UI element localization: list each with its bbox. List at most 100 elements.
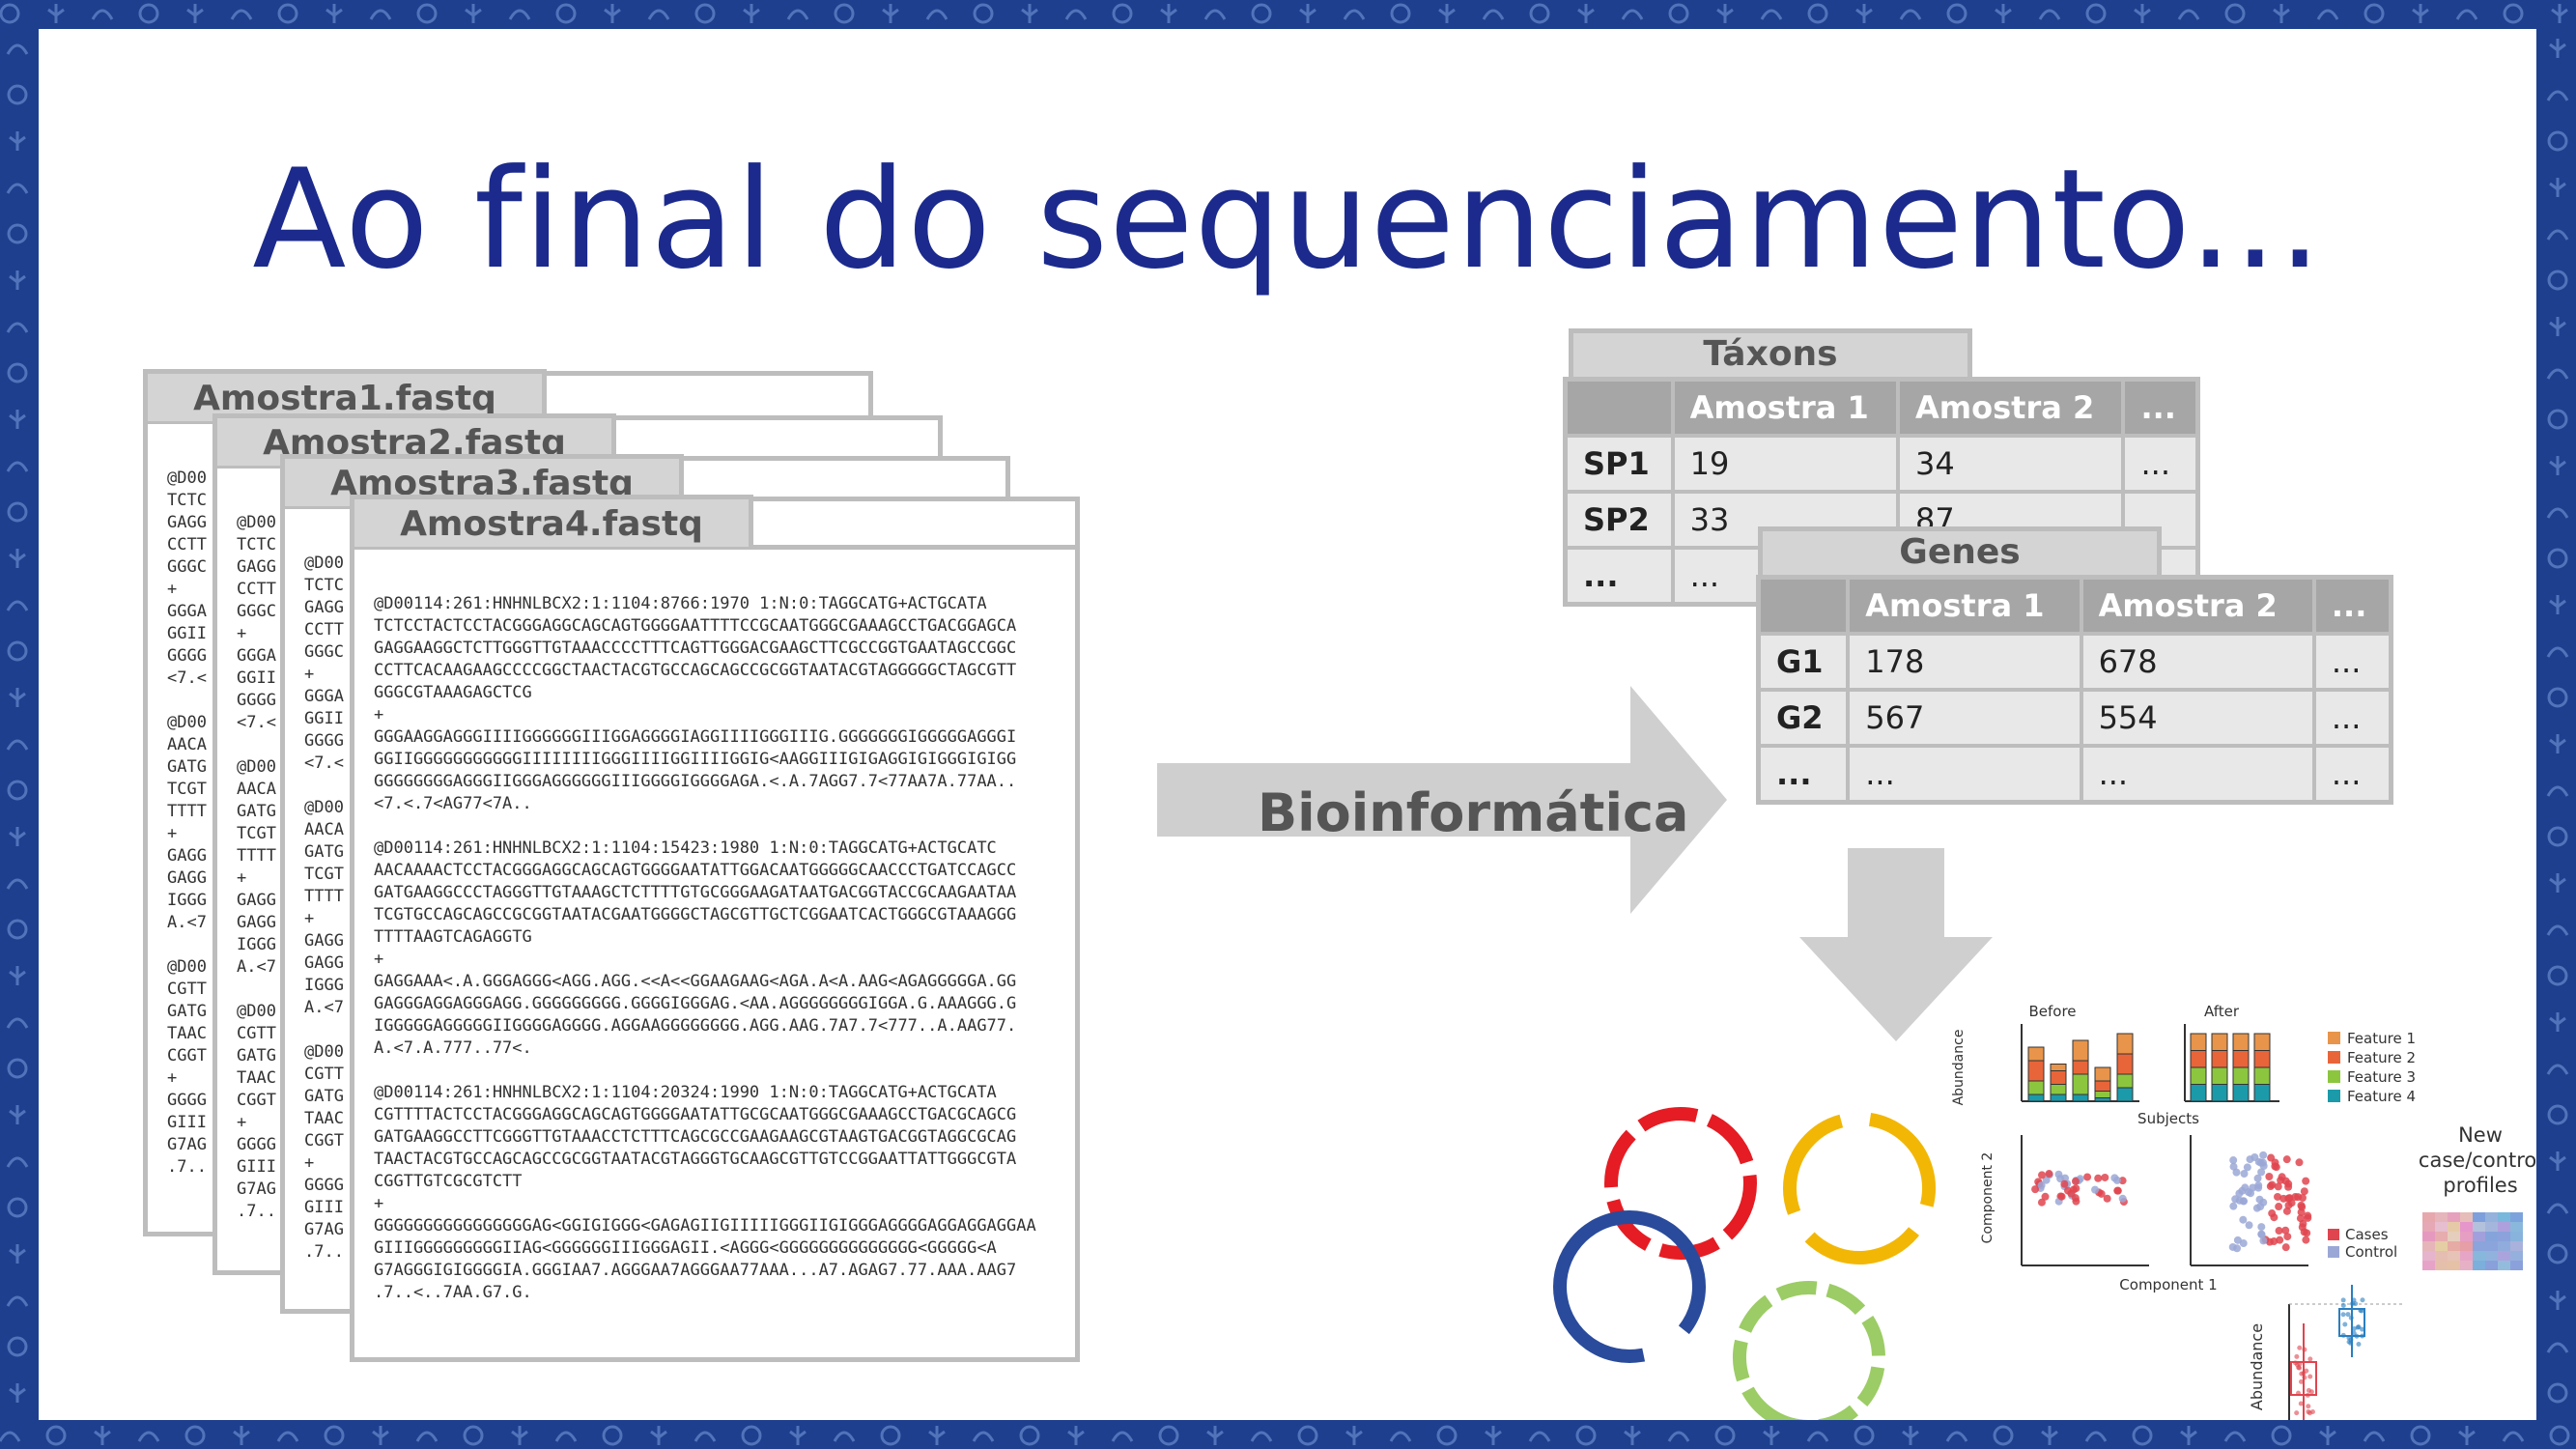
scatter-point: [2101, 1173, 2109, 1181]
column-header: Amostra 2: [2079, 575, 2316, 636]
box-point: [2340, 1297, 2346, 1303]
heatmap-cell: [2485, 1261, 2498, 1270]
legend-label: Control: [2345, 1243, 2397, 1261]
heatmap-cell: [2422, 1232, 2435, 1241]
stacked-bar-segment: [2094, 1097, 2111, 1102]
heatmap-cell: [2510, 1232, 2523, 1241]
scatter-point: [2270, 1237, 2279, 1246]
heatmap-cell: [2460, 1212, 2473, 1222]
table-cell: 678: [2079, 632, 2316, 692]
scatter-point: [2252, 1204, 2261, 1212]
axis-label: Component 1: [2119, 1276, 2217, 1293]
heatmap-cell: [2460, 1222, 2473, 1232]
stacked-bar-segment: [2232, 1084, 2250, 1102]
column-header: Amostra 2: [1896, 377, 2126, 438]
scatter-point: [2302, 1177, 2310, 1185]
box-point: [2296, 1390, 2302, 1396]
scatter-point: [2229, 1202, 2238, 1210]
scatter-point: [2229, 1162, 2238, 1171]
genes-table-title: Genes: [1758, 526, 2162, 575]
heatmap-cell: [2510, 1251, 2523, 1261]
box-point: [2358, 1307, 2364, 1313]
scatter-point: [2240, 1170, 2249, 1179]
heatmap-cell: [2422, 1251, 2435, 1261]
heatmap-cell: [2422, 1212, 2435, 1222]
scatter-point: [2231, 1195, 2240, 1204]
stacked-bar-segment: [2050, 1064, 2067, 1071]
heatmap-cell: [2422, 1222, 2435, 1232]
table-cell: ...: [2311, 744, 2393, 805]
stacked-bar-segment: [2190, 1084, 2207, 1102]
row-label: ...: [1756, 744, 1851, 805]
box-point: [2346, 1339, 2352, 1345]
scatter-point: [2246, 1155, 2254, 1164]
scatter-point: [2282, 1207, 2291, 1215]
box-plot-box: [2290, 1361, 2317, 1396]
taxa-table-title: Táxons: [1569, 328, 1972, 377]
heatmap-cell: [2485, 1251, 2498, 1261]
scatter-point: [2304, 1213, 2312, 1222]
heatmap-cell: [2460, 1232, 2473, 1241]
stacked-bar-segment: [2050, 1084, 2067, 1095]
scatter-point: [2228, 1242, 2237, 1251]
panel-title: Before: [2028, 1003, 2076, 1020]
heatmap-cell: [2510, 1261, 2523, 1270]
box-point: [2309, 1408, 2315, 1414]
heatmap-cell: [2473, 1212, 2485, 1222]
down-arrow: [1799, 848, 1993, 1041]
stacked-bar-segment: [2094, 1066, 2111, 1082]
box-point: [2306, 1404, 2311, 1409]
stacked-bar-segment: [2094, 1080, 2111, 1092]
row-label: SP2: [1563, 490, 1675, 550]
scatter-point: [2275, 1227, 2283, 1236]
box-point: [2307, 1356, 2313, 1362]
fastq-file-card: @D00114:261:HNHNLBCX2:1:1104:8766:1970 1…: [350, 545, 1080, 1362]
scatter-point: [2060, 1179, 2069, 1188]
box-point: [2349, 1301, 2355, 1307]
column-header: [1563, 377, 1675, 438]
legend-label: Cases: [2345, 1226, 2389, 1243]
scatter-point: [2238, 1186, 2247, 1195]
scatter-point: [2265, 1172, 2274, 1180]
column-header: Amostra 1: [1670, 377, 1901, 438]
scatter-point: [2281, 1226, 2290, 1235]
scatter-point: [2083, 1173, 2092, 1181]
scatter-point: [2295, 1158, 2304, 1167]
stacked-bar-segment: [2190, 1050, 2207, 1068]
scatter-point: [2303, 1229, 2311, 1237]
stacked-bar-segment: [2116, 1033, 2134, 1055]
row-label: G2: [1756, 688, 1851, 748]
axis-label: Subjects: [2137, 1110, 2199, 1127]
box-point: [2346, 1335, 2352, 1341]
heatmap-cell: [2435, 1232, 2448, 1241]
scatter-point: [2239, 1197, 2248, 1206]
box-point: [2360, 1297, 2365, 1303]
heatmap-cell: [2473, 1232, 2485, 1241]
scatter-point: [2113, 1186, 2122, 1195]
heatmap-label: profiles: [2443, 1174, 2517, 1197]
stacked-bar-segment: [2253, 1066, 2271, 1085]
scatter-point: [2243, 1163, 2251, 1172]
heatmap-cell: [2448, 1212, 2460, 1222]
table-cell: ...: [2311, 632, 2393, 692]
legend-swatch: [2328, 1070, 2340, 1083]
heatmap-cell: [2435, 1212, 2448, 1222]
box-point: [2348, 1315, 2354, 1321]
stacked-bar-segment: [2253, 1033, 2271, 1051]
heatmap-cell: [2448, 1232, 2460, 1241]
scatter-point: [2283, 1233, 2292, 1241]
box-point: [2307, 1374, 2313, 1379]
scatter-point: [2271, 1162, 2279, 1171]
sample-ring: [1604, 1107, 1757, 1260]
box-point: [2299, 1371, 2305, 1377]
stacked-bar-segment: [2116, 1087, 2134, 1102]
scatter-point: [2275, 1203, 2283, 1211]
heatmap-cell: [2460, 1241, 2473, 1251]
scatter-point: [2294, 1193, 2303, 1202]
box-point: [2340, 1312, 2346, 1318]
stacked-bar-segment: [2190, 1066, 2207, 1085]
scatter-point: [2276, 1236, 2284, 1244]
scatter-point: [2297, 1208, 2306, 1216]
